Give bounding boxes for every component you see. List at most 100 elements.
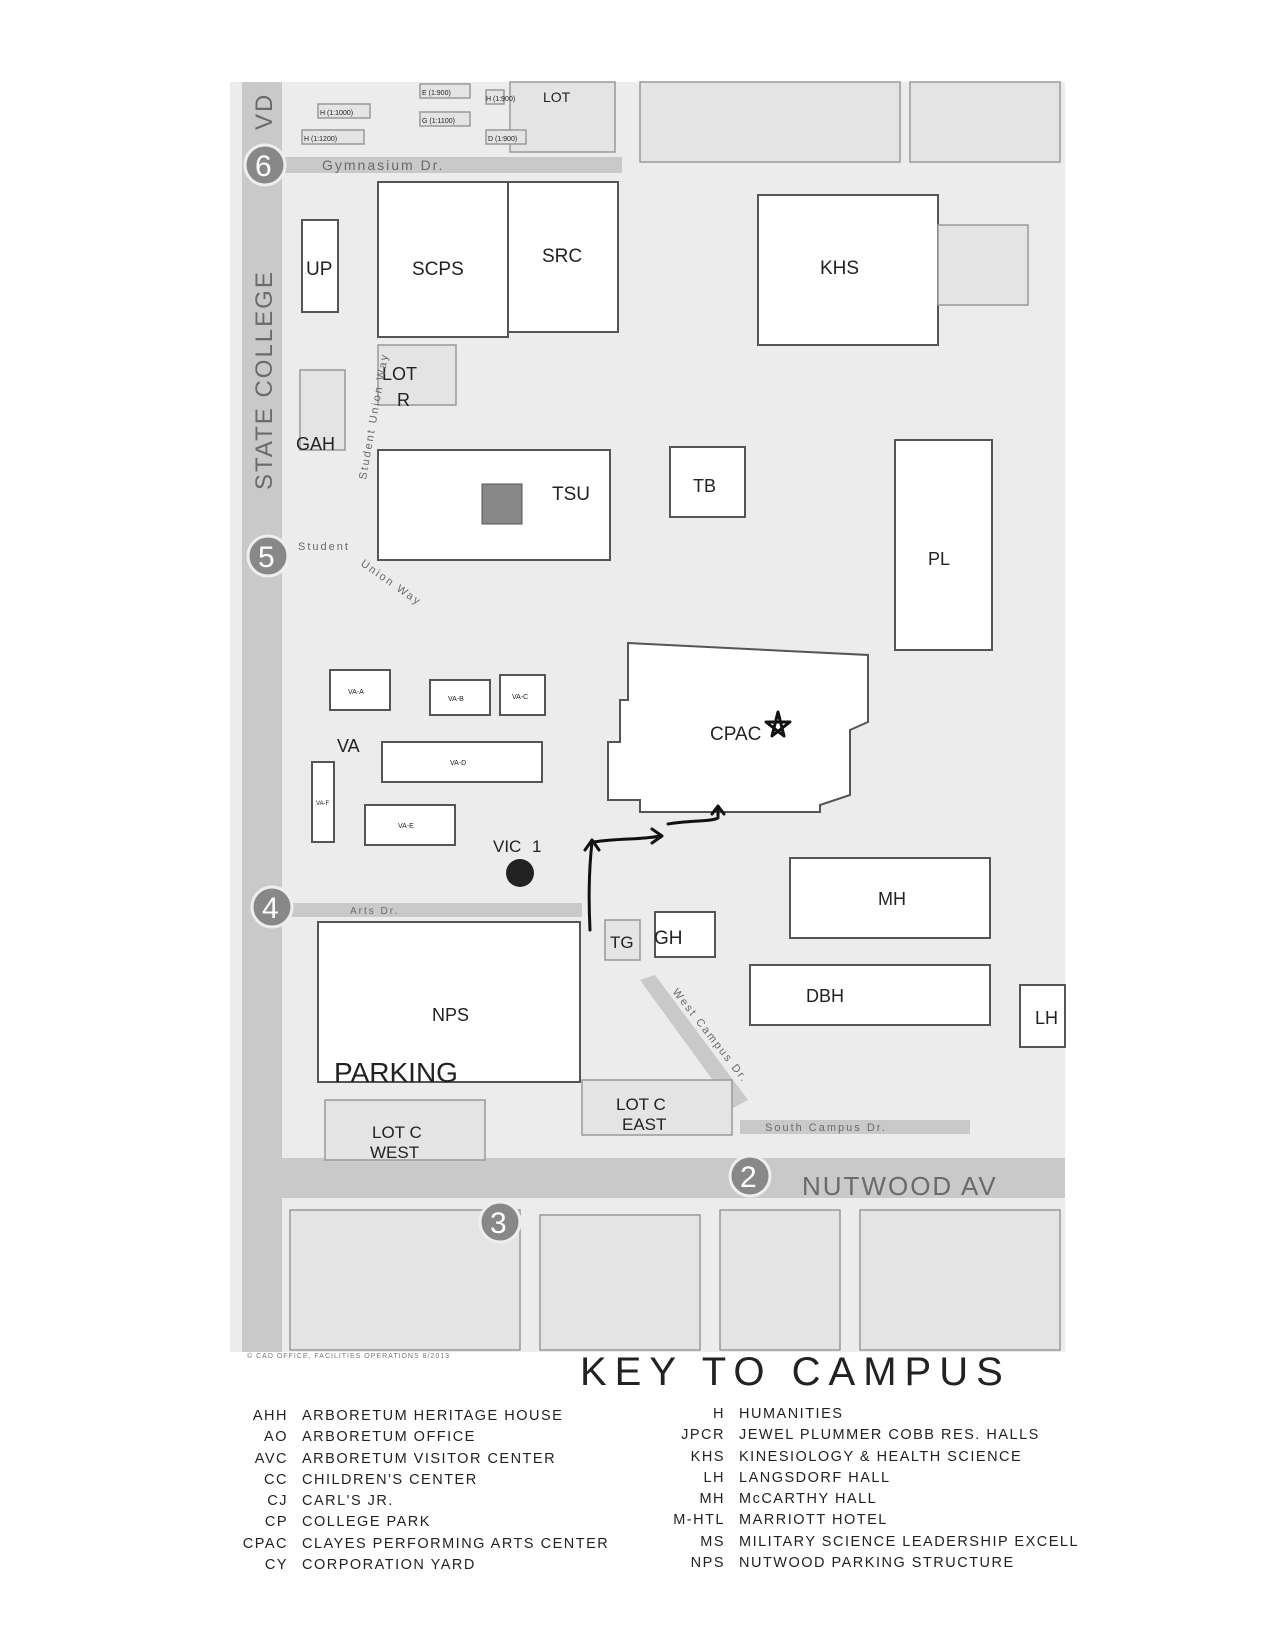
map-copyright: © CAD OFFICE, FACILITIES OPERATIONS 8/20…	[247, 1353, 451, 1360]
key-abbr: CP	[264, 1514, 288, 1531]
small-lot-label-d: D (1:900)	[488, 136, 517, 143]
state-college-end-label: VD	[251, 93, 278, 130]
small-lot-label-g: G (1:1100)	[422, 118, 455, 125]
cpac-label: CPAC	[710, 724, 761, 745]
key-name: COLLEGE PARK	[302, 1514, 431, 1531]
key-name: KINESIOLOGY & HEALTH SCIENCE	[739, 1448, 1023, 1465]
cpac-building	[607, 641, 869, 813]
key-row: JPCR JEWEL PLUMMER COBB RES. HALLS	[665, 1427, 1079, 1448]
nutwood-label: NUTWOOD AV	[802, 1171, 998, 1201]
gate-6-marker: 6	[243, 143, 287, 187]
vic-number-label: 1	[532, 837, 541, 856]
key-abbr: KHS	[690, 1448, 725, 1465]
gymnasium-dr	[282, 157, 622, 173]
key-abbr: CJ	[267, 1493, 288, 1510]
key-abbr: M-HTL	[673, 1512, 725, 1529]
key-name: MILITARY SCIENCE LEADERSHIP EXCELL	[739, 1533, 1080, 1550]
key-name: CORPORATION YARD	[302, 1557, 476, 1574]
scps-label: SCPS	[412, 259, 464, 280]
key-name: JEWEL PLUMMER COBB RES. HALLS	[739, 1427, 1040, 1444]
key-row: CJ CARL'S JR.	[238, 1493, 609, 1514]
key-abbr: JPCR	[681, 1427, 725, 1444]
lot-r-label-1: LOT	[382, 364, 417, 384]
south-campus-label: South Campus Dr.	[765, 1122, 887, 1134]
gate-2-marker: 2	[728, 1154, 772, 1198]
tg-building	[604, 919, 641, 961]
va-e-building	[364, 804, 456, 846]
nps-label: NPS	[432, 1005, 469, 1025]
lh-building	[1019, 984, 1066, 1048]
lot-c-east-label-1: LOT C	[616, 1095, 666, 1114]
key-abbr: H	[713, 1406, 725, 1422]
svg-text:4: 4	[262, 892, 279, 925]
nutwood-ave	[282, 1158, 1065, 1198]
gate-3-marker: 3	[478, 1200, 522, 1244]
key-abbr: LH	[703, 1469, 725, 1486]
gate-4-marker: 4	[250, 885, 294, 929]
va-b-building	[429, 679, 491, 716]
key-row: CY CORPORATION YARD	[238, 1557, 609, 1578]
pl-building	[894, 439, 993, 651]
mh-label: MH	[878, 889, 906, 909]
key-row: KHS KINESIOLOGY & HEALTH SCIENCE	[665, 1449, 1079, 1470]
tb-building	[669, 446, 746, 518]
lot-c-west-label-2: WEST	[370, 1143, 419, 1162]
south-campus-dr	[740, 1120, 970, 1134]
state-college-blvd	[242, 82, 282, 1352]
nps-building	[317, 921, 581, 1083]
va-e-label: VA-E	[398, 823, 414, 830]
state-college-label: STATE COLLEGE	[251, 270, 278, 490]
gymnasium-label: Gymnasium Dr.	[322, 157, 444, 173]
arts-dr-label: Arts Dr.	[350, 906, 399, 917]
svg-text:3: 3	[490, 1207, 507, 1240]
key-row: H HUMANITIES	[665, 1406, 1079, 1427]
va-b-label: VA-B	[448, 696, 464, 703]
va-f-label: VA-F	[316, 801, 330, 807]
tsu-inner	[481, 483, 523, 525]
key-title: KEY TO CAMPUS	[580, 1350, 1011, 1394]
key-abbr: MS	[700, 1533, 725, 1550]
key-abbr: CY	[264, 1557, 288, 1574]
lot-c-west	[324, 1099, 486, 1161]
pl-label: PL	[928, 549, 950, 569]
south-block-right	[719, 1209, 841, 1351]
key-abbr: AVC	[254, 1450, 288, 1467]
key-name: HUMANITIES	[739, 1406, 844, 1422]
key-name: LANGSDORF HALL	[739, 1469, 891, 1486]
small-lot-label-h3: H (1:900)	[486, 96, 515, 103]
tsu-building	[377, 449, 611, 561]
svg-text:5: 5	[258, 541, 275, 574]
gah-building	[299, 369, 346, 451]
khs-building	[757, 194, 939, 346]
key-name: CHILDREN'S CENTER	[302, 1471, 478, 1488]
va-label: VA	[337, 736, 360, 756]
gah-label: GAH	[296, 434, 335, 454]
va-a-building	[329, 669, 391, 711]
lot-r	[377, 344, 457, 406]
src-building	[507, 181, 619, 333]
key-row: MS MILITARY SCIENCE LEADERSHIP EXCELL	[665, 1534, 1079, 1555]
lot-c-east-label-2: EAST	[622, 1115, 666, 1134]
src-label: SRC	[542, 246, 582, 267]
key-row: CP COLLEGE PARK	[238, 1514, 609, 1535]
key-name: CARL'S JR.	[302, 1493, 394, 1510]
key-name: ARBORETUM OFFICE	[302, 1429, 476, 1446]
lot-r-label-2: R	[397, 390, 410, 410]
small-lot-boxes	[301, 83, 527, 145]
small-lot-label-h2: H (1:1200)	[304, 136, 337, 143]
va-a-label: VA-A	[348, 689, 364, 696]
key-row: LH LANGSDORF HALL	[665, 1470, 1079, 1491]
key-abbr: MH	[699, 1491, 725, 1508]
arts-dr	[282, 903, 582, 917]
student-label: Student	[298, 541, 350, 553]
key-abbr: AHH	[252, 1408, 288, 1424]
scps-building	[377, 181, 509, 338]
key-name: CLAYES PERFORMING ARTS CENTER	[302, 1535, 610, 1552]
